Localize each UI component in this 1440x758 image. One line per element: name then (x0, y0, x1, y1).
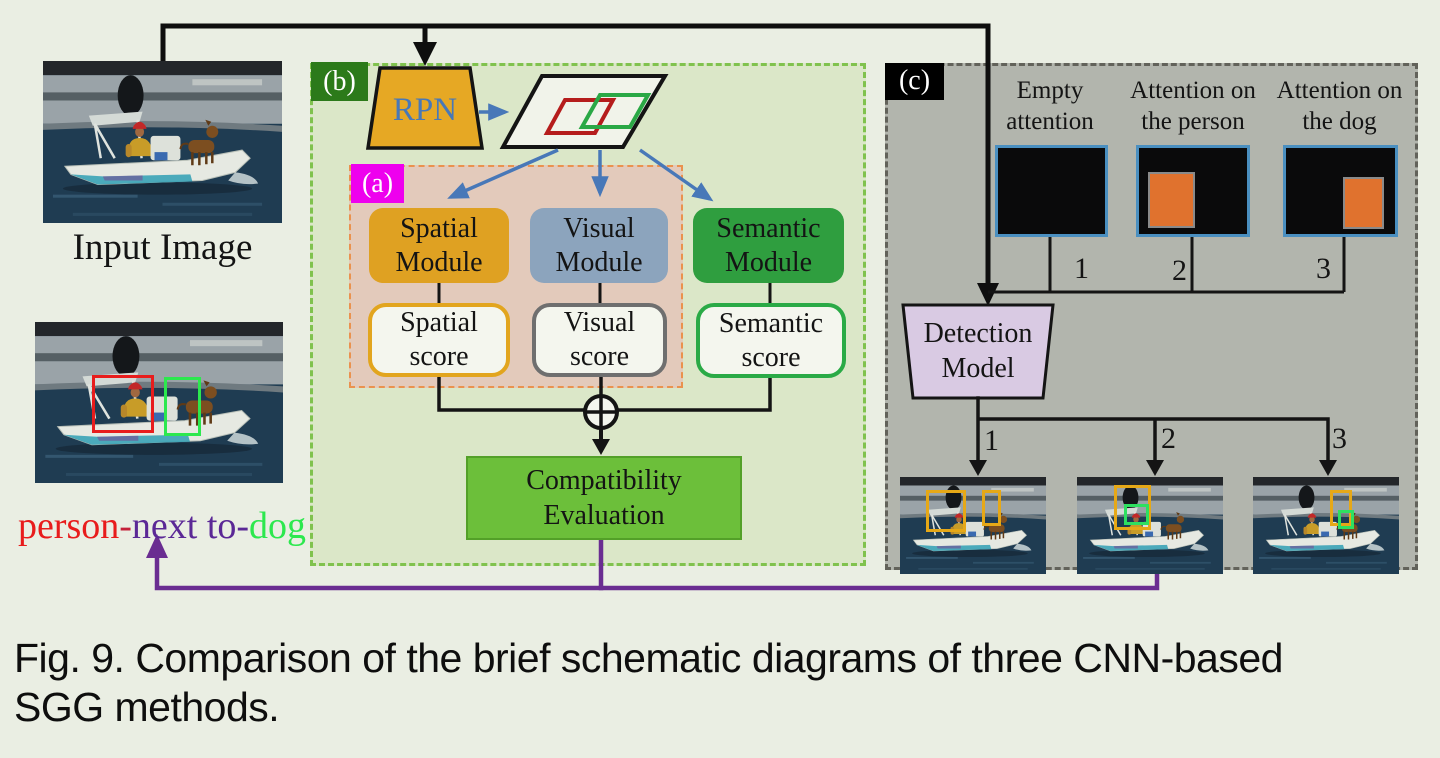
attention-caption-empty: Empty attention (1006, 77, 1094, 135)
result-image-3 (1253, 477, 1399, 574)
boat-photo (35, 322, 283, 483)
detected-image-photo (35, 322, 283, 483)
output-index-2: 2 (1161, 422, 1176, 455)
relation-triplet-label: person-next to-dog (12, 504, 312, 548)
triplet-object: dog (249, 505, 307, 547)
visual-module-box: Visual Module (530, 208, 668, 283)
input-image-label: Input Image (72, 227, 253, 268)
result1-dog-box (981, 489, 1001, 527)
detection-model-label: Detection Model (923, 318, 1033, 384)
triplet-dash-2: - (236, 505, 250, 547)
dog-bounding-box (163, 376, 202, 437)
attention-index-1: 1 (1074, 252, 1089, 285)
result3-dog-box (1330, 489, 1353, 527)
spatial-module-box: Spatial Module (369, 208, 509, 283)
triplet-dash-1: - (119, 505, 132, 547)
output-index-1: 1 (984, 424, 999, 457)
semantic-score-box: Semantic score (696, 303, 846, 378)
result3-attention-box (1337, 509, 1354, 530)
result-image-1 (900, 477, 1046, 574)
attention-map-person (1136, 145, 1250, 237)
triplet-subject: person (17, 505, 120, 547)
spatial-score-box: Spatial score (368, 303, 510, 377)
visual-score-box: Visual score (532, 303, 667, 377)
boat-photo (900, 477, 1046, 574)
triplet-predicate: next to (131, 505, 237, 547)
result2-person-box (1113, 484, 1152, 531)
semantic-module-box: Semantic Module (693, 208, 844, 283)
rpn-label: RPN (392, 92, 458, 128)
figure-caption: Fig. 9. Comparison of the brief schemati… (14, 635, 1283, 731)
boat-photo (43, 61, 282, 223)
panel-c-tag: (c) (885, 63, 944, 100)
compatibility-evaluation-box: Compatibility Evaluation (466, 456, 742, 540)
attention-index-3: 3 (1316, 252, 1331, 285)
attention-caption-person: Attention on the person (1130, 77, 1256, 135)
input-image-photo (43, 61, 282, 223)
attention-highlight-dog (1343, 177, 1384, 229)
output-index-3: 3 (1332, 422, 1347, 455)
person-bounding-box (92, 375, 155, 434)
attention-highlight-person (1148, 172, 1195, 228)
attention-map-empty (995, 145, 1108, 237)
panel-a-tag: (a) (351, 164, 404, 203)
attention-map-dog (1283, 145, 1398, 237)
boat-photo (1253, 477, 1399, 574)
panel-b-tag: (b) (311, 62, 368, 101)
result1-person-box (926, 489, 966, 533)
result-image-2 (1077, 477, 1223, 574)
attention-caption-dog: Attention on the dog (1276, 77, 1403, 135)
attention-index-2: 2 (1172, 254, 1187, 287)
result2-attention-box (1123, 504, 1149, 525)
